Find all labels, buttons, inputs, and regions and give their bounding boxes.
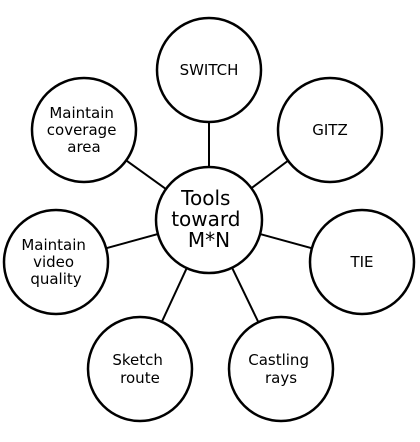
center-node: Tools toward M*N — [154, 165, 264, 275]
node-maintain-video-quality-label: Maintain video quality — [21, 236, 90, 288]
node-maintain-coverage-area: Maintain coverage area — [30, 76, 138, 184]
node-gitz-label: GITZ — [312, 121, 348, 139]
node-maintain-coverage-area-label: Maintain coverage area — [47, 104, 121, 156]
node-gitz: GITZ — [276, 76, 384, 184]
center-label: Tools toward M*N — [171, 186, 247, 252]
node-maintain-video-quality: Maintain video quality — [2, 208, 110, 316]
node-switch: SWITCH — [155, 16, 263, 124]
node-tie: TIE — [308, 208, 416, 316]
node-castling-rays: Castling rays — [227, 315, 335, 423]
node-tie-label: TIE — [349, 253, 373, 271]
node-castling-rays-label: Castling rays — [248, 351, 314, 387]
node-sketch-route: Sketch route — [86, 315, 194, 423]
node-sketch-route-label: Sketch route — [112, 351, 167, 387]
node-switch-label: SWITCH — [180, 61, 239, 79]
